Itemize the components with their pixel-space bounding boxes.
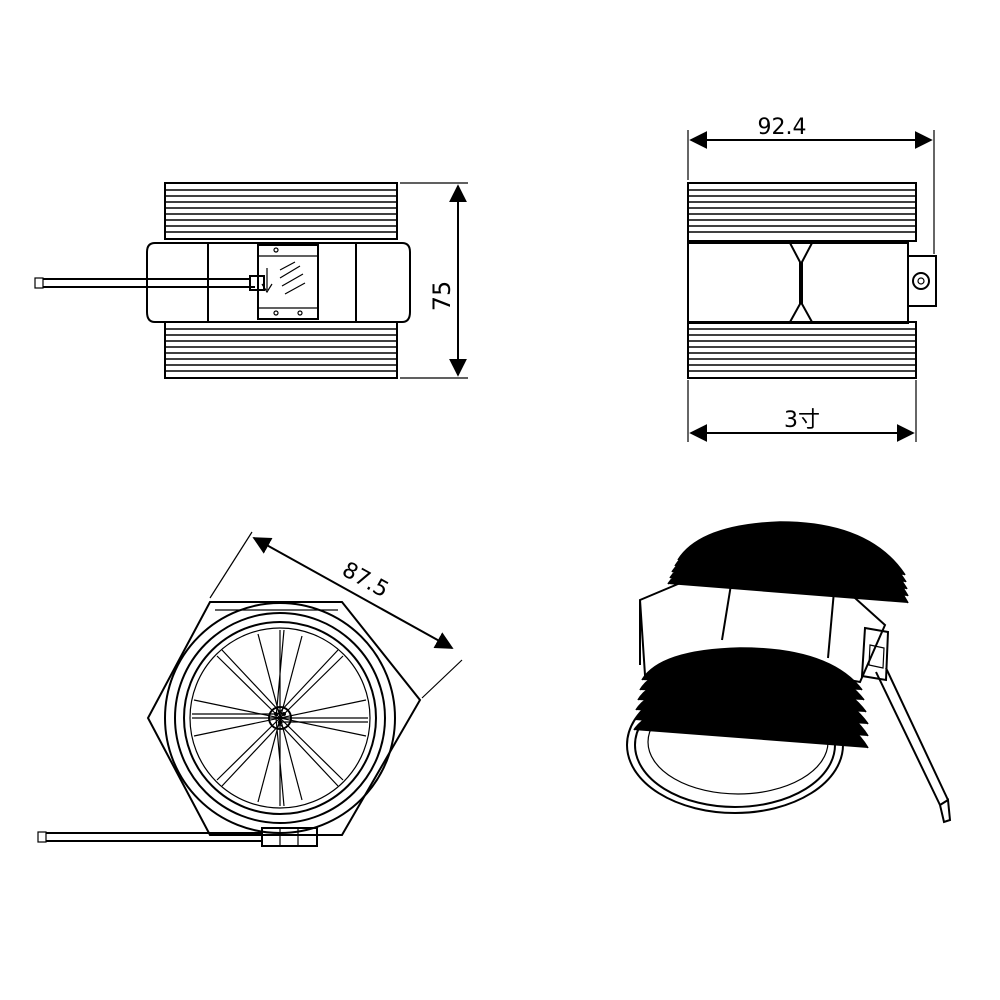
end-view-cable — [37, 827, 318, 847]
dimension-75: 75 — [400, 182, 468, 379]
top-view-upper-thread — [687, 182, 917, 242]
side-view-hex-body — [146, 242, 411, 323]
impeller-hub — [268, 706, 292, 730]
top-view: 92.4 3寸 — [687, 115, 937, 442]
top-view-sensor-clip — [907, 255, 937, 307]
dimension-87-5: 87.5 — [209, 531, 463, 699]
side-view-upper-thread — [164, 182, 398, 240]
iso-sensor-clip — [860, 626, 890, 682]
isometric-view — [626, 521, 952, 824]
end-view: 87.5 — [37, 531, 463, 847]
iso-front-rings — [626, 676, 844, 814]
iso-cable — [875, 667, 952, 824]
dimension-92-4: 92.4 — [687, 115, 935, 254]
iso-rear-thread — [667, 521, 909, 604]
impeller-blades — [192, 629, 368, 807]
side-view-sensor-box — [257, 244, 319, 320]
top-view-hex-body — [687, 242, 909, 324]
dimension-thread-size-label: 3寸 — [784, 408, 820, 433]
side-view-lower-thread — [164, 321, 398, 379]
dimension-87-5-label: 87.5 — [338, 558, 393, 604]
dimension-92-4-label: 92.4 — [758, 115, 807, 140]
side-view: 75 — [34, 182, 468, 379]
top-view-lower-thread — [687, 321, 917, 379]
dimension-thread-size: 3寸 — [687, 380, 917, 442]
dimension-75-label: 75 — [428, 281, 456, 312]
side-view-cable — [34, 275, 265, 291]
iso-impeller — [688, 696, 792, 734]
